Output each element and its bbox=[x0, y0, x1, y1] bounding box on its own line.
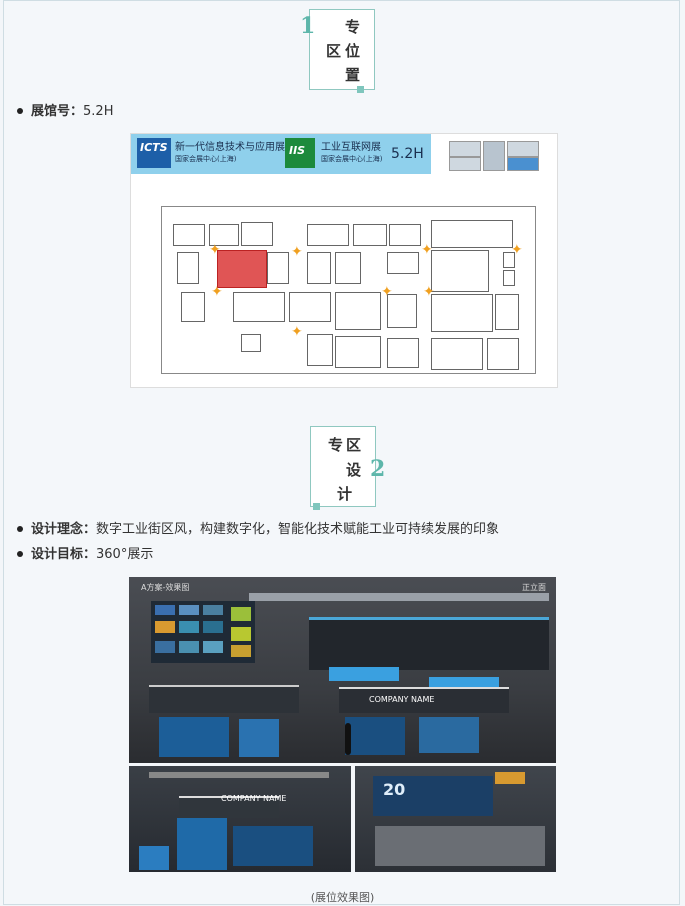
banner-venue-2: 国家会展中心(上海) bbox=[321, 155, 383, 163]
bullet-dot bbox=[17, 525, 23, 532]
section-badge-design bbox=[310, 426, 376, 510]
icts-logo: ICTS bbox=[137, 138, 171, 168]
floor-plan-banner: ICTS 新一代信息技术与应用展 国家会展中心(上海) IIS 工业互联网展 国… bbox=[131, 134, 431, 174]
render-label-left: A方案-效果图 bbox=[141, 583, 190, 592]
bullet-value: 360°展示 bbox=[96, 547, 154, 562]
floor-plan-image: ICTS 新一代信息技术与应用展 国家会展中心(上海) IIS 工业互联网展 国… bbox=[130, 133, 558, 388]
section-title-char: 专 bbox=[328, 436, 344, 454]
company-name-sign: COMPANY NAME bbox=[221, 794, 287, 803]
iis-logo: IIS bbox=[285, 138, 315, 168]
bullet-design-goal: 设计目标：360°展示 bbox=[17, 546, 153, 564]
booth-render-left: COMPANY NAME bbox=[129, 766, 351, 872]
bullet-hall-number: 展馆号：5.2H bbox=[17, 103, 113, 121]
section-title-char: 置 bbox=[345, 66, 361, 84]
color-swatch-panel bbox=[151, 601, 255, 663]
section-title-char: 设 bbox=[346, 461, 362, 479]
section-title-char: 位 bbox=[345, 42, 361, 60]
bullet-dot bbox=[17, 550, 23, 557]
banner-title-1: 新一代信息技术与应用展 bbox=[175, 142, 285, 153]
section-title-char: 专 bbox=[345, 18, 361, 36]
section-badge-location bbox=[309, 9, 375, 93]
bullet-label: 设计理念： bbox=[31, 522, 97, 537]
bullet-label: 展馆号： bbox=[31, 104, 84, 119]
bullet-label: 设计目标： bbox=[31, 547, 97, 562]
bullet-value: 5.2H bbox=[83, 104, 114, 119]
highlighted-booth bbox=[217, 250, 267, 288]
venue-mini-map bbox=[441, 137, 551, 175]
screen-number: 20 bbox=[383, 780, 406, 799]
bullet-design-concept: 设计理念：数字工业街区风，构建数字化，智能化技术赋能工业可持续发展的印象 bbox=[17, 521, 499, 539]
render-caption: (展位效果图) bbox=[310, 891, 375, 904]
bullet-value: 数字工业街区风，构建数字化，智能化技术赋能工业可持续发展的印象 bbox=[96, 522, 500, 537]
company-name-sign: COMPANY NAME bbox=[369, 695, 435, 704]
section-number: 1 bbox=[300, 13, 316, 39]
booth-canopy bbox=[309, 617, 549, 670]
render-label-right: 正立面 bbox=[522, 583, 546, 592]
booth-render-main: A方案-效果图 正立面 COMPANY NAME bbox=[129, 577, 556, 763]
banner-hall-number: 5.2H bbox=[391, 146, 424, 162]
banner-venue-1: 国家会展中心(上海) bbox=[175, 155, 237, 163]
section-number: 2 bbox=[370, 456, 386, 482]
section-title-char: 区 bbox=[326, 42, 342, 60]
booth-render-right: 20 bbox=[355, 766, 556, 872]
section-title-char: 区 bbox=[346, 436, 362, 454]
section-title-char: 计 bbox=[337, 485, 353, 503]
banner-title-2: 工业互联网展 bbox=[321, 142, 381, 153]
bullet-dot bbox=[17, 107, 23, 114]
